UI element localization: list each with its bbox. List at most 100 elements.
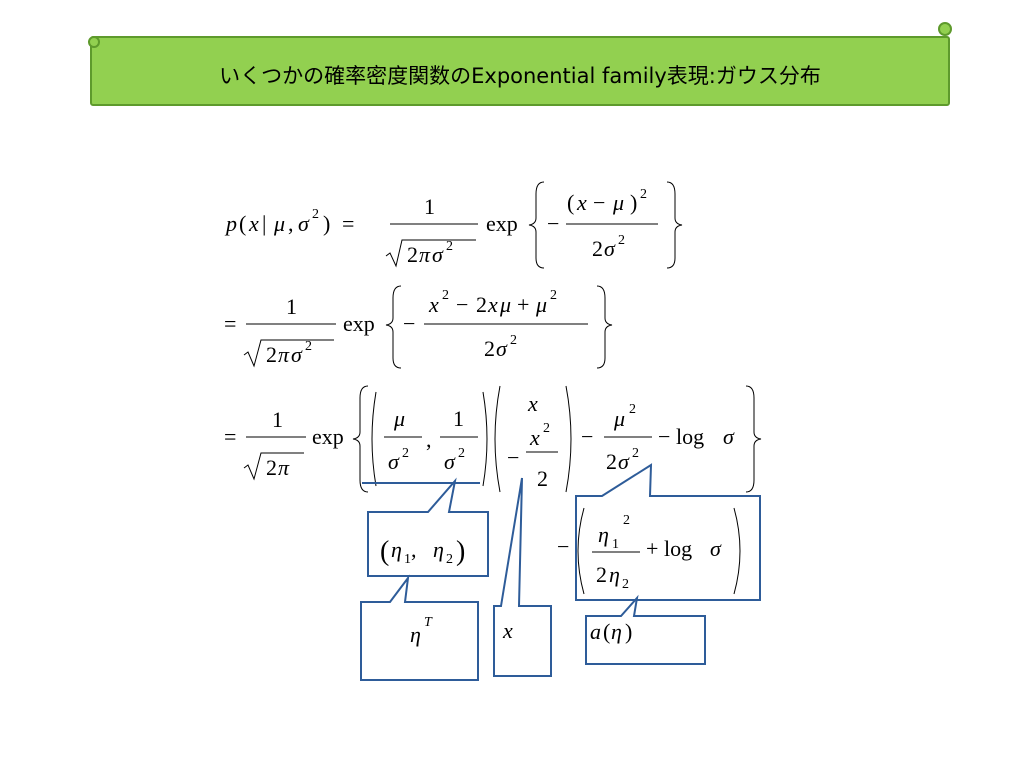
svg-text:2: 2 — [510, 333, 517, 348]
svg-text:η: η — [391, 537, 402, 562]
svg-text:+: + — [646, 536, 658, 561]
callout-a-eta — [585, 594, 706, 665]
svg-text:σ: σ — [618, 449, 630, 474]
svg-text:log: log — [676, 424, 704, 449]
svg-text:−: − — [557, 534, 569, 559]
svg-text:2: 2 — [618, 233, 625, 248]
title-banner: いくつかの確率密度関数のExponential family表現:ガウス分布 — [90, 36, 950, 106]
svg-text:x: x — [487, 292, 498, 317]
svg-text:1: 1 — [612, 537, 619, 552]
svg-text:2: 2 — [446, 552, 453, 567]
svg-text:μ: μ — [393, 406, 405, 431]
svg-text:2: 2 — [476, 292, 487, 317]
svg-text:exp: exp — [312, 424, 344, 449]
sym-p: p — [224, 211, 237, 236]
svg-text:exp: exp — [486, 211, 518, 236]
svg-text:2: 2 — [543, 421, 550, 436]
svg-text:): ) — [625, 619, 632, 644]
svg-text:): ) — [630, 190, 637, 215]
svg-text:(: ( — [567, 190, 574, 215]
callout-log-partition-expression — [575, 463, 761, 601]
svg-text:=: = — [224, 424, 236, 449]
svg-text:−: − — [456, 292, 468, 317]
svg-text:η: η — [598, 522, 609, 547]
equation-row-3: = 1 2 π exp μ σ 2 , 1 σ 2 x − x 2 2 − μ … — [224, 385, 762, 493]
svg-text:2: 2 — [442, 288, 449, 303]
callout-eta-pair — [367, 477, 489, 577]
svg-text:2: 2 — [622, 577, 629, 592]
svg-text:σ: σ — [298, 211, 310, 236]
svg-text:1: 1 — [272, 407, 283, 432]
callout-eta-transpose — [360, 574, 479, 681]
svg-text:): ) — [456, 536, 465, 567]
svg-text:π: π — [278, 455, 290, 480]
svg-text:σ: σ — [388, 449, 400, 474]
svg-text:2: 2 — [596, 562, 607, 587]
svg-text:σ: σ — [444, 449, 456, 474]
svg-text:η: η — [433, 537, 444, 562]
svg-text:1: 1 — [404, 552, 411, 567]
svg-text:−: − — [403, 311, 415, 336]
banner-curl-left — [88, 36, 100, 48]
svg-text:−: − — [593, 190, 605, 215]
svg-text:a: a — [590, 619, 601, 644]
svg-text:μ: μ — [612, 190, 624, 215]
svg-text:(: ( — [239, 211, 246, 236]
svg-text:2: 2 — [629, 402, 636, 417]
svg-text:2: 2 — [537, 466, 548, 491]
svg-text:σ: σ — [496, 336, 508, 361]
equation-row-1: p ( x | μ , σ 2 ) = 1 2 π σ 2 exp − ( x … — [224, 181, 683, 269]
svg-text:σ: σ — [432, 242, 444, 267]
svg-text:T: T — [424, 615, 433, 630]
svg-text:1: 1 — [424, 194, 435, 219]
svg-text:2: 2 — [312, 207, 319, 222]
svg-text:2: 2 — [640, 187, 647, 202]
svg-text:σ: σ — [604, 236, 616, 261]
svg-text:(: ( — [380, 536, 389, 567]
svg-text:exp: exp — [343, 311, 375, 336]
svg-text:x: x — [527, 391, 538, 416]
svg-text:,: , — [411, 537, 417, 562]
svg-text:=: = — [224, 311, 236, 336]
svg-text:μ: μ — [613, 406, 625, 431]
svg-text:μ: μ — [499, 292, 511, 317]
svg-text:2: 2 — [407, 242, 418, 267]
svg-text:2: 2 — [446, 239, 453, 254]
svg-text:2: 2 — [623, 513, 630, 528]
svg-text:−: − — [581, 424, 593, 449]
svg-text:μ: μ — [273, 211, 285, 236]
svg-text:2: 2 — [266, 455, 277, 480]
svg-text:2: 2 — [592, 236, 603, 261]
svg-text:,: , — [426, 427, 432, 452]
svg-text:σ: σ — [710, 536, 722, 561]
svg-text:−: − — [658, 424, 670, 449]
svg-text:1: 1 — [453, 406, 464, 431]
svg-text:(: ( — [603, 619, 610, 644]
svg-text:2: 2 — [632, 446, 639, 461]
svg-text:η: η — [609, 562, 620, 587]
svg-text:x: x — [428, 292, 439, 317]
svg-text:2: 2 — [606, 449, 617, 474]
svg-text:2: 2 — [458, 446, 465, 461]
svg-text:μ: μ — [535, 292, 547, 317]
svg-text:2: 2 — [484, 336, 495, 361]
svg-text:σ: σ — [723, 424, 735, 449]
svg-text:2: 2 — [402, 446, 409, 461]
svg-text:): ) — [323, 211, 330, 236]
svg-text:1: 1 — [286, 294, 297, 319]
svg-text:x: x — [502, 618, 513, 643]
svg-text:=: = — [342, 211, 354, 236]
equation-row-2: = 1 2 π σ 2 exp − x 2 − 2 x μ + μ 2 2 σ … — [224, 285, 613, 369]
svg-text:2: 2 — [266, 342, 277, 367]
svg-text:x: x — [529, 425, 540, 450]
svg-text:,: , — [288, 211, 294, 236]
svg-text:π: π — [419, 242, 431, 267]
slide-title: いくつかの確率密度関数のExponential family表現:ガウス分布 — [219, 64, 821, 88]
svg-text:η: η — [611, 619, 622, 644]
svg-text:|: | — [262, 211, 266, 236]
svg-text:σ: σ — [291, 342, 303, 367]
svg-text:x: x — [576, 190, 587, 215]
svg-text:x: x — [248, 211, 259, 236]
svg-text:−: − — [507, 445, 519, 470]
